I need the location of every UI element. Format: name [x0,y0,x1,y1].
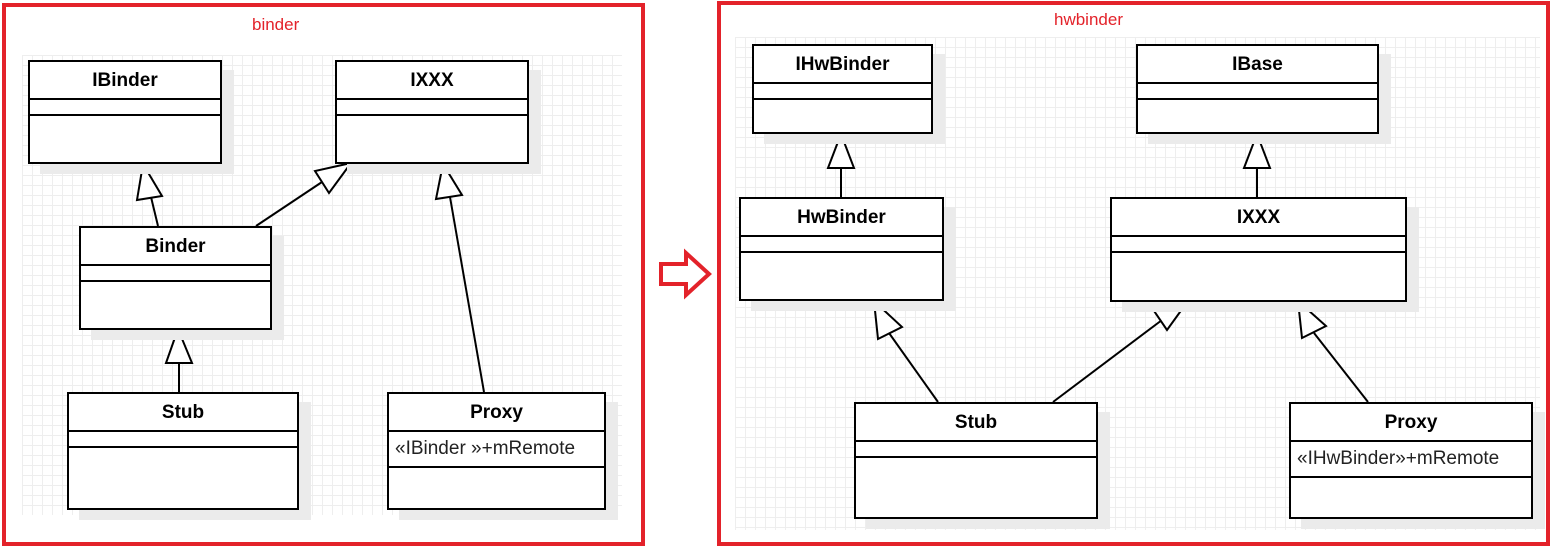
class-ihwbinder-attributes [754,84,931,100]
ixxx-to-ibase-arrowhead [1242,131,1272,169]
stub-to-ixxx-line [1052,319,1163,403]
class-stub[interactable]: Stub [67,392,299,510]
hwbinder-to-ihwbinder-arrowhead [826,131,856,169]
class-hwbinder[interactable]: HwBinder [739,197,944,301]
class-stub-hw-attributes [856,442,1096,458]
proxy-to-ixxx-line [449,196,485,393]
class-binder-name: Binder [81,228,270,266]
class-hwbinder-attributes [741,237,942,253]
class-stub-attributes [69,432,297,448]
class-proxy-hw[interactable]: Proxy «IHwBinder»+mRemote [1289,402,1533,519]
class-proxy-attribute: «IBinder »+mRemote [389,432,604,468]
class-ixxx-hw-name: IXXX [1112,199,1405,237]
stub-to-hwbinder-arrowhead [872,298,904,341]
binder-to-ibinder-arrowhead [135,161,164,202]
right-arrow-icon [656,248,714,305]
class-proxy[interactable]: Proxy «IBinder »+mRemote [387,392,606,510]
class-hwbinder-name: HwBinder [741,199,942,237]
proxy-to-ixxx-arrowhead [1296,298,1328,340]
stub-to-hwbinder-line [888,332,939,403]
class-binder[interactable]: Binder [79,226,272,330]
class-proxy-hw-name: Proxy [1291,404,1531,442]
class-ibase-attributes [1138,84,1377,100]
class-ixxx-attributes [337,100,527,116]
stub-to-binder-arrowhead [164,326,194,364]
class-ibinder-name: IBinder [30,62,220,100]
class-stub-hw-name: Stub [856,404,1096,442]
class-ixxx[interactable]: IXXX [335,60,529,164]
class-ixxx-hw[interactable]: IXXX [1110,197,1407,302]
hwbinder-panel-title: hwbinder [1054,10,1123,29]
class-ibase[interactable]: IBase [1136,44,1379,134]
binder-to-ibinder-line [150,196,159,227]
class-stub-name: Stub [69,394,297,432]
class-proxy-hw-attribute: «IHwBinder»+mRemote [1291,442,1531,478]
class-binder-attributes [81,266,270,282]
class-ixxx-name: IXXX [337,62,527,100]
class-ixxx-hw-attributes [1112,237,1405,253]
class-stub-hw[interactable]: Stub [854,402,1098,519]
class-ihwbinder-name: IHwBinder [754,46,931,84]
proxy-to-ixxx-line [1313,332,1369,403]
proxy-to-ixxx-arrowhead [434,161,464,201]
binder-to-ixxx-line [255,179,326,227]
class-proxy-name: Proxy [389,394,604,432]
binder-to-ixxx-arrowhead [313,161,354,195]
class-ibinder-attributes [30,100,220,116]
class-ihwbinder[interactable]: IHwBinder [752,44,933,134]
binder-panel-title: binder [252,15,300,34]
class-ibase-name: IBase [1138,46,1377,84]
stub-to-ixxx-arrowhead [1150,299,1191,332]
class-ibinder[interactable]: IBinder [28,60,222,164]
